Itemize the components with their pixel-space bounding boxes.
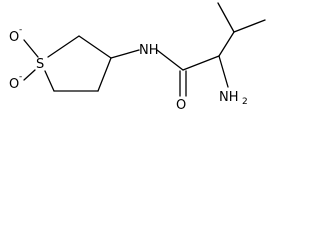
bond-c2-c3	[78, 35, 112, 59]
bond-c3-n	[110, 49, 140, 59]
bond-c3-c4	[97, 57, 112, 92]
amide-nitrogen-label: NH	[139, 43, 159, 58]
sulfur-label: S	[36, 57, 44, 72]
sulfone-oxygen-upper-charge: -	[19, 25, 22, 35]
amine-label: NH	[219, 90, 239, 105]
bond-s-o-upper	[23, 39, 39, 58]
bond-s-c2	[47, 35, 80, 58]
bond-c5-s	[44, 70, 55, 92]
sulfone-oxygen-lower-label: O	[9, 77, 19, 92]
sulfone-oxygen-upper-label: O	[9, 30, 19, 45]
bond-alpha-nh2	[218, 55, 229, 88]
bond-ch-methyl-right	[233, 19, 266, 33]
bond-n-carbonyl-c	[156, 49, 184, 71]
bond-ch-methyl-left	[217, 2, 235, 33]
bond-alpha-ch	[218, 31, 235, 57]
bond-carbonyl-alpha	[182, 55, 220, 71]
sulfone-oxygen-lower-charge: -	[19, 72, 22, 82]
carbonyl-oxygen-label: O	[176, 98, 186, 113]
chemical-structure-diagram: S O - O - NH O NH 2	[9, 2, 266, 113]
bond-s-o-lower	[23, 69, 36, 81]
amine-subscript: 2	[242, 97, 248, 107]
